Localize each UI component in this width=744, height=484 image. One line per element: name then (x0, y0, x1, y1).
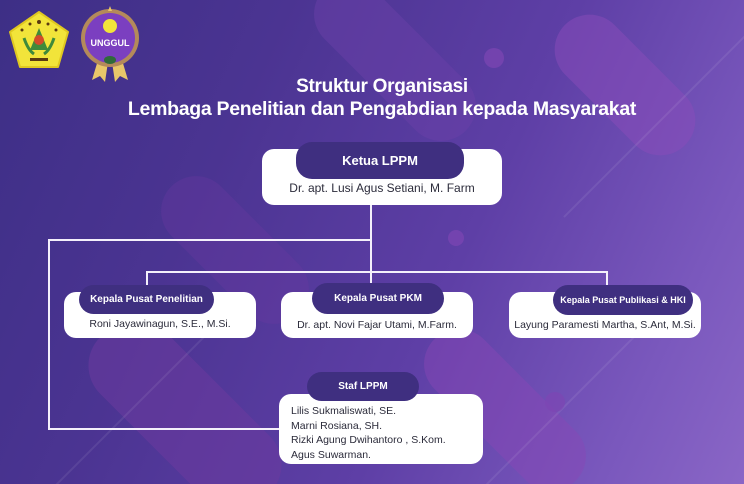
ribbon-medal-icon: UNGGUL (81, 6, 139, 82)
center-name: Roni Jayawinagun, S.E., M.Si. (89, 318, 231, 330)
center-role-label: Kepala Pusat Penelitian (79, 285, 214, 314)
staff-member: Lilis Sukmaliswati, SE. (291, 405, 397, 417)
connector-line (370, 203, 372, 283)
background-dot (545, 392, 565, 412)
connector-line (606, 271, 608, 289)
page-title: Struktur Organisasi (296, 76, 468, 97)
staff-list: Lilis Sukmaliswati, SE. Marni Rosiana, S… (291, 404, 446, 462)
staff-role-label: Staf LPPM (307, 372, 419, 401)
background-dot (484, 48, 504, 68)
connector-line (48, 239, 372, 241)
staff-member: Marni Rosiana, SH. (291, 419, 383, 432)
center-role-label: Kepala Pusat PKM (312, 283, 444, 314)
center-name: Layung Paramesti Martha, S.Ant, M.Si. (514, 319, 696, 331)
head-role-label: Ketua LPPM (296, 142, 464, 179)
connector-line (48, 239, 50, 430)
head-name: Dr. apt. Lusi Agus Setiani, M. Farm (289, 181, 475, 195)
accreditation-badge: UNGGUL (78, 4, 142, 82)
center-name: Dr. apt. Novi Fajar Utami, M.Farm. (297, 319, 457, 331)
background-line (3, 324, 217, 484)
page-subtitle: Lembaga Penelitian dan Pengabdian kepada… (127, 98, 637, 120)
staff-member: Agus Suwarman. (291, 448, 371, 461)
center-role-label: Kepala Pusat Publikasi & HKI (553, 285, 693, 315)
background-dot (448, 230, 464, 246)
connector-line (146, 271, 608, 273)
connector-line (48, 428, 280, 430)
university-logo (8, 10, 70, 70)
connector-line (146, 271, 148, 291)
staff-member: Rizki Agung Dwihantoro , S.Kom. (291, 434, 446, 446)
badge-label: UNGGUL (91, 38, 130, 48)
staff-node: Lilis Sukmaliswati, SE. Marni Rosiana, S… (279, 394, 483, 464)
university-crest-icon (9, 11, 69, 68)
